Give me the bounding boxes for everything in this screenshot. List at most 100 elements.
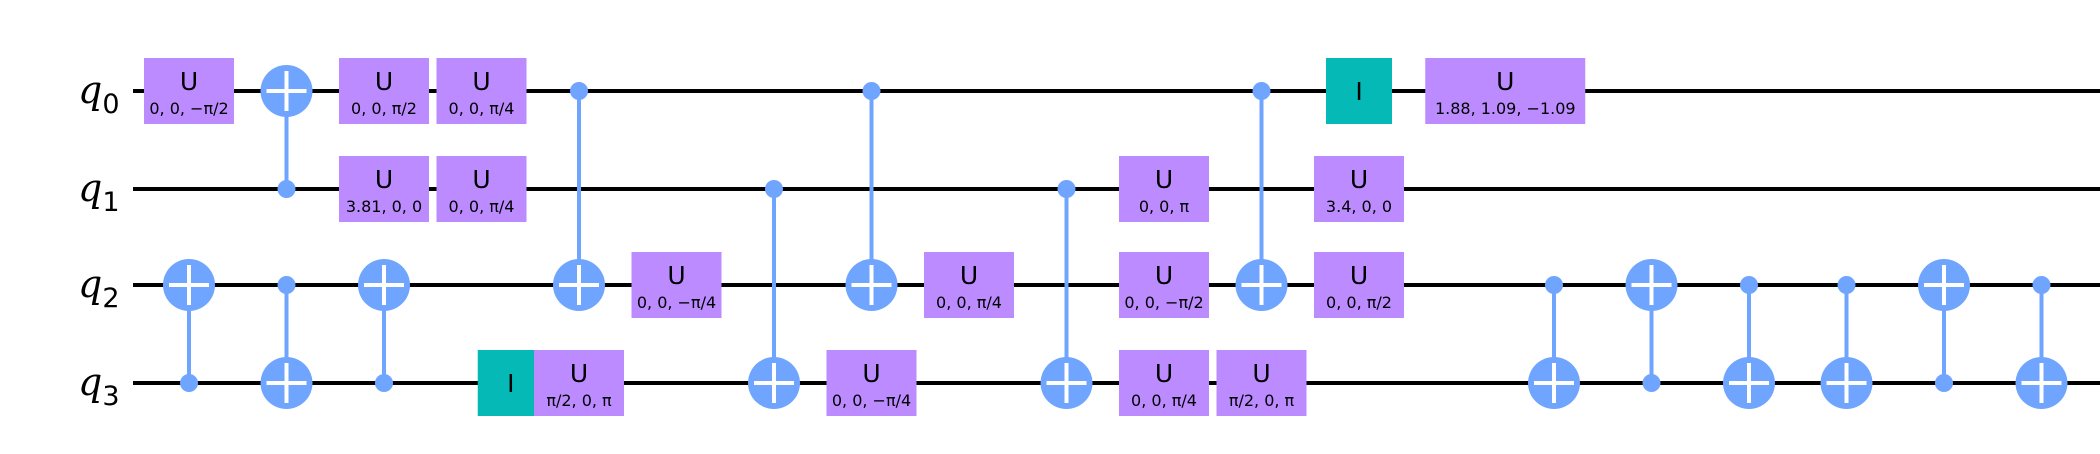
u-gate-label: U xyxy=(375,67,393,96)
u-gate-params: 0, 0, π/2 xyxy=(1326,293,1392,312)
u-gate-box xyxy=(826,350,917,416)
u-gate-box xyxy=(1314,156,1404,222)
cnot-gate xyxy=(1820,276,1873,409)
cnot-gate xyxy=(260,65,313,198)
qubit-label-q2: q2 xyxy=(78,262,120,314)
u-gate-params: π/2, 0, π xyxy=(546,391,612,410)
u-gate-params: 0, 0, −π/2 xyxy=(149,99,228,118)
u-gate-box xyxy=(144,58,234,124)
cnot-gate xyxy=(1723,276,1775,409)
identity-gate: I xyxy=(1326,58,1392,124)
u-gate: U 0, 0, π/4 xyxy=(924,252,1014,318)
control-dot xyxy=(1642,374,1661,392)
cnot-gate xyxy=(845,82,898,311)
control-dot xyxy=(1740,276,1758,294)
u-gate: U 0, 0, π/2 xyxy=(339,58,429,124)
u-gate-label: U xyxy=(1496,67,1514,96)
control-dot xyxy=(375,374,393,392)
identity-gate-box xyxy=(1326,58,1392,124)
cnot-gate xyxy=(260,276,313,409)
control-dot xyxy=(570,82,588,100)
u-gate: U 0, 0, −π/2 xyxy=(1119,252,1209,318)
u-gate-label: U xyxy=(180,67,198,96)
control-dot xyxy=(765,180,783,198)
control-dot xyxy=(180,374,198,392)
u-gate-params: 0, 0, π xyxy=(1139,197,1190,216)
cnot-gate xyxy=(1235,82,1288,311)
u-gate-box xyxy=(339,156,429,222)
qubit-label-q3: q3 xyxy=(78,360,120,412)
cnot-gate xyxy=(163,259,215,392)
identity-gate-label: I xyxy=(1355,77,1362,106)
u-gate: Uπ/2, 0, π xyxy=(534,350,624,416)
control-dot xyxy=(862,82,881,100)
qubit-labels: q0 q1 q2 q3 xyxy=(78,68,120,412)
u-gate: U 3.4, 0, 0 xyxy=(1314,156,1404,222)
cnot-gate xyxy=(1625,259,1678,392)
u-gate-box xyxy=(1314,252,1404,318)
u-gate: U 0, 0, −π/4 xyxy=(826,350,917,416)
identity-gate-label: I xyxy=(507,369,514,398)
u-gate-params: 0, 0, −π/4 xyxy=(637,293,716,312)
u-gate-params: 3.81, 0, 0 xyxy=(346,197,422,216)
u-gate-label: U xyxy=(960,261,978,290)
circuit-gates: U0, 0, −π/2U0, 0, π/2U3.81, 0, 0U0, 0, π… xyxy=(144,58,2068,416)
u-gate-box xyxy=(436,156,527,222)
u-gate-label: U xyxy=(1155,359,1173,388)
u-gate: U 0, 0, π/4 xyxy=(1119,350,1209,416)
u-gate: U0, 0, π xyxy=(1119,156,1209,222)
u-gate-label: U xyxy=(667,261,685,290)
u-gate-params: 1.88, 1.09, −1.09 xyxy=(1435,99,1576,118)
qubit-label-q0: q0 xyxy=(78,68,120,120)
control-dot xyxy=(1057,180,1076,198)
identity-gate: I xyxy=(477,350,544,416)
u-gate-params: 0, 0, −π/4 xyxy=(832,391,911,410)
u-gate-box xyxy=(1119,156,1209,222)
u-gate-params: 3.4, 0, 0 xyxy=(1326,197,1392,216)
u-gate-label: U xyxy=(375,165,393,194)
u-gate: Uπ/2, 0, π xyxy=(1216,350,1307,416)
control-dot xyxy=(1837,276,1856,294)
control-dot xyxy=(277,180,296,198)
u-gate-label: U xyxy=(1252,359,1270,388)
u-gate-box xyxy=(631,252,722,318)
control-dot xyxy=(1935,374,1953,392)
cnot-gate xyxy=(1040,180,1093,409)
u-gate-params: 0, 0, π/4 xyxy=(449,99,515,118)
u-gate-params: 0, 0, π/2 xyxy=(351,99,417,118)
cnot-gate xyxy=(358,259,410,392)
u-gate-box xyxy=(534,350,624,416)
u-gate-params: 0, 0, π/4 xyxy=(449,197,515,216)
u-gate: U 0, 0, −π/4 xyxy=(631,252,722,318)
u-gate-label: U xyxy=(1155,261,1173,290)
u-gate: U 0, 0, π/4 xyxy=(436,156,527,222)
u-gate-label: U xyxy=(472,67,490,96)
u-gate-params: 0, 0, −π/2 xyxy=(1124,293,1203,312)
control-dot xyxy=(277,276,296,294)
u-gate: U 0, 0, π/4 xyxy=(436,58,527,124)
u-gate-box xyxy=(924,252,1014,318)
u-gate: U 3.81, 0, 0 xyxy=(339,156,429,222)
u-gate-label: U xyxy=(862,359,880,388)
qubit-label-q1: q1 xyxy=(78,166,120,218)
u-gate-box xyxy=(1119,350,1209,416)
u-gate: U 0, 0, −π/2 xyxy=(144,58,234,124)
cnot-gate xyxy=(1528,276,1580,409)
cnot-gate xyxy=(1918,259,1970,392)
cnot-gate xyxy=(748,180,800,409)
u-gate-params: 0, 0, π/4 xyxy=(1131,391,1197,410)
u-gate-box xyxy=(1216,350,1307,416)
control-dot xyxy=(2032,276,2051,294)
cnot-gate xyxy=(2015,276,2068,409)
u-gate-label: U xyxy=(570,359,588,388)
u-gate-params: 0, 0, π/4 xyxy=(936,293,1002,312)
u-gate-label: U xyxy=(472,165,490,194)
u-gate-label: U xyxy=(1350,165,1368,194)
u-gate-label: U xyxy=(1350,261,1368,290)
u-gate-params: π/2, 0, π xyxy=(1229,391,1295,410)
u-gate-box xyxy=(436,58,527,124)
u-gate: U 1.88, 1.09, −1.09 xyxy=(1425,58,1586,124)
qubit-wires xyxy=(133,89,2100,385)
control-dot xyxy=(1252,82,1271,100)
